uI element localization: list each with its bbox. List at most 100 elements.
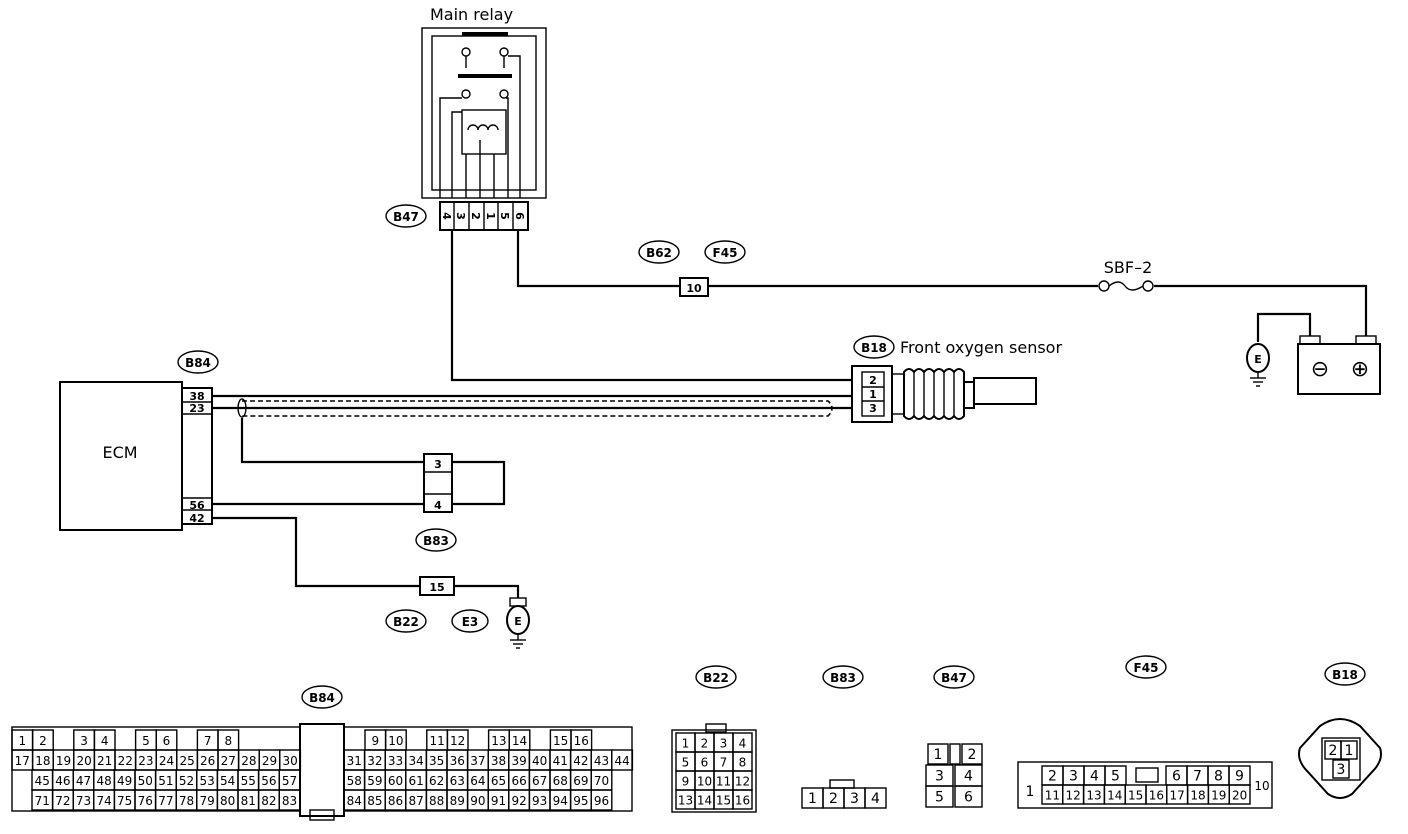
- pin-number: 43: [594, 754, 609, 768]
- pin-number: 14: [697, 794, 712, 808]
- pin-number: 95: [573, 794, 588, 808]
- pin-number: 33: [388, 754, 403, 768]
- pin-number: 5: [935, 790, 944, 806]
- pin-number: 65: [491, 774, 506, 788]
- wires: [212, 230, 1368, 598]
- svg-text:10: 10: [686, 282, 702, 295]
- svg-text:1: 1: [869, 388, 877, 401]
- pin-number: 63: [450, 774, 465, 788]
- pin-number: 84: [347, 794, 362, 808]
- pin-number: 3: [1337, 762, 1346, 778]
- pin-number: 45: [35, 774, 50, 788]
- pin-number: 96: [594, 794, 609, 808]
- pin-number: 77: [158, 794, 173, 808]
- pin-number: 23: [138, 754, 153, 768]
- pin-number: 3: [935, 769, 944, 785]
- pin-number: 11: [429, 734, 444, 748]
- connector-b83-inline: 3 4 B83: [415, 453, 457, 552]
- pin-number: 5: [1111, 769, 1120, 785]
- pin-number: 6: [701, 756, 709, 770]
- pin-number: 1: [1345, 743, 1354, 759]
- tag-e3: [451, 609, 489, 633]
- svg-text:E: E: [1254, 353, 1262, 366]
- pin-number: 53: [199, 774, 214, 788]
- pin-number: 10: [697, 775, 712, 789]
- pin-number: 11: [1045, 789, 1060, 803]
- pin-number: 69: [573, 774, 588, 788]
- svg-text:E: E: [514, 615, 522, 628]
- pin-cell: [927, 743, 949, 765]
- pin-number: 12: [1066, 789, 1081, 803]
- ecm-label: ECM: [102, 443, 137, 462]
- pin-number: 50: [138, 774, 153, 788]
- pin-number: 4: [739, 737, 747, 751]
- pin-number: 21: [97, 754, 112, 768]
- pin-number: 29: [262, 754, 277, 768]
- pin-number: 70: [594, 774, 609, 788]
- pin-number: 94: [553, 794, 568, 808]
- svg-text:B47: B47: [941, 671, 967, 685]
- pin-number: 92: [511, 794, 526, 808]
- pin-number: 1: [1026, 784, 1035, 800]
- pin-number: 26: [200, 754, 215, 768]
- pin-number: 22: [118, 754, 133, 768]
- svg-text:F45: F45: [1134, 661, 1159, 675]
- pin-number: 60: [388, 774, 403, 788]
- pin-number: 71: [35, 794, 50, 808]
- pin-number: 27: [221, 754, 236, 768]
- tag-b22: [385, 609, 427, 633]
- pin-number: 1: [808, 791, 817, 807]
- pin-number: 49: [117, 774, 132, 788]
- pin-number: 48: [96, 774, 111, 788]
- pin-number: 14: [1107, 789, 1122, 803]
- svg-text:F45: F45: [713, 246, 738, 260]
- ecm: B84 ECM 38 23 56 42: [59, 350, 219, 531]
- pin-number: 67: [532, 774, 547, 788]
- pin-number: 10: [388, 734, 403, 748]
- pin-number: 8: [1214, 769, 1223, 785]
- pin-number: 18: [35, 754, 50, 768]
- pin-number: 3: [850, 791, 859, 807]
- pin-number: 4: [1090, 769, 1099, 785]
- svg-text:SBF–2: SBF–2: [1104, 258, 1153, 277]
- pin-number: 13: [491, 734, 506, 748]
- pin-number: 73: [76, 794, 91, 808]
- pin-number: 9: [371, 734, 379, 748]
- pin-number: 93: [532, 794, 547, 808]
- svg-text:B22: B22: [393, 615, 419, 629]
- pin-number: 19: [56, 754, 71, 768]
- pin-number: 85: [367, 794, 382, 808]
- pin-number: 9: [1235, 769, 1244, 785]
- svg-text:B47: B47: [393, 210, 419, 224]
- main-relay: Main relay 4 3 2: [421, 5, 547, 231]
- pin-number: 83: [282, 794, 297, 808]
- pin-number: 57: [282, 774, 297, 788]
- relay-pin: 2: [469, 212, 482, 220]
- front-oxygen-sensor: B18 Front oxygen sensor 2 1 3: [851, 335, 1062, 423]
- pin-number: 72: [55, 794, 70, 808]
- pin-number: 1: [934, 747, 943, 763]
- pin-number: 30: [282, 754, 297, 768]
- battery: ⊖ ⊕: [1297, 335, 1381, 395]
- pin-number: 15: [716, 794, 731, 808]
- pin-number: 16: [735, 794, 750, 808]
- pin-number: 18: [1190, 789, 1205, 803]
- svg-text:B18: B18: [1332, 668, 1358, 682]
- svg-text:38: 38: [189, 390, 204, 403]
- pin-number: 24: [159, 754, 174, 768]
- tag-b84: [177, 350, 219, 374]
- svg-text:42: 42: [189, 512, 204, 525]
- main-relay-label: Main relay: [430, 5, 513, 24]
- ground-battery: E: [1246, 343, 1270, 387]
- pin-cell: [1340, 740, 1358, 760]
- pin-number: 52: [179, 774, 194, 788]
- pin-number: 5: [142, 734, 150, 748]
- tag-b84-view: [301, 685, 343, 709]
- pin-number: 15: [1128, 789, 1143, 803]
- pin-cell: [1332, 759, 1350, 779]
- tag-b83: [415, 528, 457, 552]
- main-relay-pins: 4 3 2 1 5 6: [440, 202, 526, 230]
